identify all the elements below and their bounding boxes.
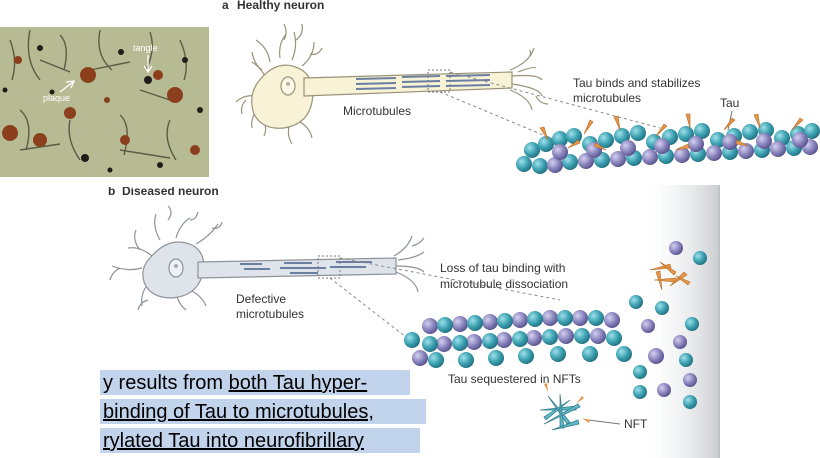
dissociating-microtubule [404,241,707,409]
panel-a-letter: a [222,0,229,12]
zoom-box-b [317,255,341,279]
tau-binds-line2: microtubules [573,91,641,105]
tau-label: Tau [720,96,739,110]
loss-line2: microtubule dissociation [440,277,568,291]
nft-label: NFT [624,417,648,431]
tau-binds-line1: Tau binds and stabilizes [573,76,700,90]
caption-line1: y results from both Tau hyper- [103,372,367,394]
panel-b-letter: b [108,184,115,198]
panel-b-title: Diseased neuron [122,184,219,198]
caption-line3[interactable]: rylated Tau into neurofibrillary [103,430,364,452]
plaque-label: plaque [43,93,70,103]
microtubules-label: Microtubules [343,104,411,118]
caption-line2[interactable]: binding of Tau to microtubules, [103,401,374,423]
tau-aggregate-top [649,261,691,291]
caption-highlight-2 [100,399,426,424]
zoom-lines-a [439,71,661,143]
loss-line1: Loss of tau binding with [440,261,565,275]
stable-microtubule [516,113,820,174]
panel-b: b Diseased neuron Defective microtubules… [100,177,720,458]
zoom-lines-b [329,257,561,349]
nft-tangle [539,393,581,431]
zoom-box-a [427,69,451,93]
brain-micrograph: tangle plaque [0,27,209,177]
defective-line2: microtubules [236,307,304,321]
caption-highlight-3 [100,428,420,453]
caption-highlight-1 [100,370,410,395]
tangle-arrow [143,55,153,74]
micrograph-texture [2,29,203,173]
healthy-microtubules [355,74,491,90]
tangle-label: tangle [133,43,158,53]
nft-pointer [587,419,621,425]
caption-line1-prefix: y results from [103,372,229,394]
caption-line1-link[interactable]: both Tau hyper- [229,372,368,394]
panel-b-title-mask [100,177,240,187]
panel-a-title: Healthy neuron [237,0,324,12]
plaque-arrow [59,80,76,93]
sequestered-label: Tau sequestered in NFTs [448,372,581,386]
panel-a: a Healthy neuron Microtubules Tau binds … [222,0,820,174]
nft-tau-spikes [544,383,590,423]
defective-line1: Defective [236,292,286,306]
caption: y results from both Tau hyper- binding o… [100,370,426,453]
